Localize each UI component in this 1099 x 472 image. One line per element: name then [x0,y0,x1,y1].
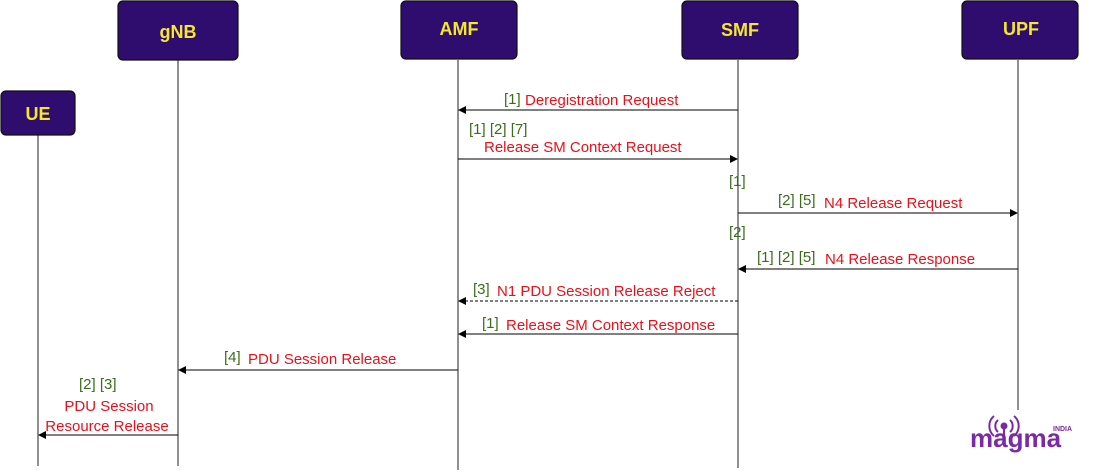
note-ref-1: [1] [729,173,746,190]
refs-deregistration-request: [1] [504,91,521,108]
message-n1-pdu-session-release-reject: [3] N1 PDU Session Release Reject [458,281,738,305]
actor-smf: SMF [681,0,799,60]
actor-upf-label: UPF [1003,19,1039,39]
magma-logo: magma INDIA [970,415,1072,453]
actor-gnb-label: gNB [160,22,197,42]
text-n4-release-response: N4 Release Response [825,251,975,268]
note-ref-2: [2] [729,224,746,241]
message-pdu-session-release: [4] PDU Session Release [178,349,458,374]
text-pdu-session-resource-release-line1: PDU Session [64,398,153,415]
refs-release-sm-context-response: [1] [482,315,499,332]
actor-ue-label: UE [25,104,50,124]
actor-upf: UPF [961,0,1079,60]
text-n4-release-request: N4 Release Request [824,195,963,212]
text-n1-pdu-session-release-reject: N1 PDU Session Release Reject [497,283,716,300]
refs-release-sm-context-request: [1] [2] [7] [469,121,527,138]
actor-gnb: gNB [117,0,239,61]
refs-n4-release-request: [2] [5] [778,192,816,209]
message-release-sm-context-response: [1] Release SM Context Response [458,315,738,338]
logo-word: magma [970,423,1062,453]
actor-ue: UE [0,90,76,136]
actor-amf: AMF [400,0,518,60]
antenna-icon [988,415,1020,440]
refs-n1-pdu-session-release-reject: [3] [473,281,490,298]
text-release-sm-context-response: Release SM Context Response [506,317,715,334]
refs-pdu-session-resource-release: [2] [3] [79,376,117,393]
message-release-sm-context-request: [1] [2] [7] Release SM Context Request [458,121,738,163]
actor-smf-label: SMF [721,20,759,40]
text-release-sm-context-request: Release SM Context Request [484,139,682,156]
message-deregistration-request: [1] Deregistration Request [458,91,738,114]
refs-n4-release-response: [1] [2] [5] [757,249,815,266]
message-pdu-session-resource-release: [2] [3] PDU Session Resource Release [38,376,178,439]
text-pdu-session-resource-release-line2: Resource Release [45,418,168,435]
logo-sub: INDIA [1053,426,1072,433]
text-deregistration-request: Deregistration Request [525,92,679,109]
message-n4-release-response: [1] [2] [5] N4 Release Response [738,249,1018,273]
message-n4-release-request: [2] [5] N4 Release Request [738,192,1018,217]
actor-amf-label: AMF [440,19,479,39]
refs-pdu-session-release: [4] [224,349,241,366]
text-pdu-session-release: PDU Session Release [248,351,396,368]
